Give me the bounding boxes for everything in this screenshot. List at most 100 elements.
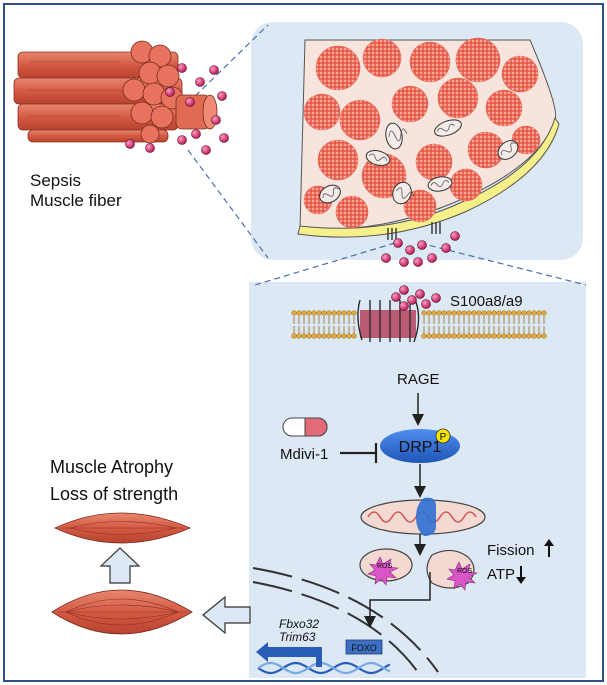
lipid-head [451,333,457,339]
s100-molecule [415,289,425,299]
s100-molecule [381,253,391,263]
lipid-head [531,333,537,339]
s100-molecule [421,299,431,309]
lipid-head [336,333,342,339]
lipid-tail [462,316,466,334]
lipid-tail [492,316,496,334]
pill-icon [282,417,328,437]
lipid-head [516,333,522,339]
lipid-head [331,333,337,339]
lipid-head [311,310,317,316]
small-mitochondrion [319,184,341,204]
phospho-badge [435,428,451,444]
lipid-head [531,310,537,316]
myofibril [303,93,341,131]
lipid-head [316,333,322,339]
s100-molecule [431,293,441,303]
lipid-head [441,333,447,339]
s100-molecule [201,145,211,155]
lipid-head [456,333,462,339]
lipid-tail [447,316,451,334]
lipid-head [536,310,542,316]
inhibition-arrow [340,443,378,463]
phospho-label: P [440,432,447,443]
s100-molecule [399,257,409,267]
lipid-tail [482,316,486,334]
lipid-head [521,310,527,316]
myofibril [455,37,501,83]
lipid-tail [342,316,346,334]
myofibril [391,85,429,123]
s100-molecule [391,292,401,302]
lipid-head [306,310,312,316]
s100-molecule [405,245,415,255]
lipid-head [506,333,512,339]
myofibril [485,89,523,127]
arrow-to-foxo [364,572,431,628]
up-arrow-icon [544,539,554,557]
lipid-tail [532,316,536,334]
s100-molecule [413,257,423,267]
lipid-tail [527,316,531,334]
fission-label: Fission [487,542,535,559]
block-arrow-icon [99,547,141,584]
lipid-head [491,310,497,316]
lipid-head [426,333,432,339]
small-mitochondrion [427,176,453,192]
lipid-tail [537,316,541,334]
lipid-head [436,310,442,316]
lipid-head [346,333,352,339]
s100-molecule [191,129,201,139]
lipid-head [331,310,337,316]
lipid-head [466,310,472,316]
cell-membrane [291,310,547,339]
lipid-head [316,310,322,316]
lipid-tail [322,316,326,334]
lipid-head [426,310,432,316]
lipid-tail [347,316,351,334]
atp-label: ATP [487,566,515,583]
lipid-tail [522,316,526,334]
myofibril [335,195,369,229]
lipid-head [536,333,542,339]
lipid-tail [502,316,506,334]
lipid-tail [517,316,521,334]
ros-label-2: ROS [457,568,473,575]
mitochondrion-icon [319,119,519,205]
lipid-head [501,333,507,339]
lipid-head [446,310,452,316]
lipid-tail [427,316,431,334]
lipid-tail [337,316,341,334]
mitochondrion-large-icon [360,497,486,536]
s100-molecule [393,238,403,248]
foxo-box [345,639,383,655]
s100-molecule [185,97,195,107]
lipid-tail [467,316,471,334]
s100-molecule [217,91,227,101]
lipid-head [486,333,492,339]
trim63-label: Trim63 [279,630,316,644]
lipid-head [486,310,492,316]
small-mitochondrion [365,150,391,166]
lipid-tail [332,316,336,334]
muscle-bundle-icon [13,40,218,144]
myofibril [501,55,539,93]
lipid-head [296,333,302,339]
small-mitochondrion [385,122,408,150]
lipid-tail [312,316,316,334]
lipid-head [341,310,347,316]
lipid-head [511,333,517,339]
nuclear-envelope [252,567,439,676]
rage-receptors-section [387,222,441,240]
lipid-tail [302,316,306,334]
muscle-fiber-label: Muscle fiber [30,191,122,210]
lipid-head [476,310,482,316]
lipid-head [466,333,472,339]
lipid-tail [432,316,436,334]
lipid-head [501,310,507,316]
lipid-head [451,310,457,316]
lipid-head [346,310,352,316]
myofibril [403,189,437,223]
ros-burst-icon [367,556,479,591]
lipid-head [481,333,487,339]
